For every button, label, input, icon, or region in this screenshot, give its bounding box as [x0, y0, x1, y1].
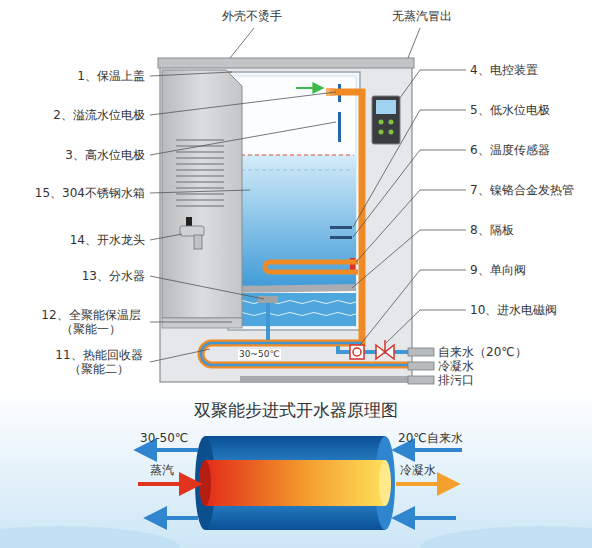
note-label: 无蒸汽冒出	[392, 9, 452, 23]
pipe-label: 自来水（20℃）	[438, 345, 527, 359]
pipe-label: 冷凝水	[438, 359, 474, 373]
part-label: 8、隔板	[470, 223, 514, 237]
part-label: 7、镍铬合金发热管	[470, 183, 574, 197]
part-label: 5、低水位电极	[470, 103, 550, 117]
splash	[420, 526, 592, 548]
divider-plate	[232, 284, 356, 293]
flow-label: 冷凝水	[400, 463, 436, 477]
part-label: 6、温度传感器	[470, 143, 550, 157]
flow-label: 20℃自来水	[398, 431, 463, 445]
heater-tube	[265, 262, 358, 272]
flow-label: 30-50℃	[140, 431, 188, 445]
leader-lines	[150, 28, 466, 362]
part-label: 11、热能回收器 （聚能二）	[53, 348, 145, 376]
water-ground	[0, 390, 592, 548]
temperature-label: 30~50℃	[238, 349, 281, 360]
note-label: 外壳不烫手	[222, 9, 282, 23]
part-label: 1、保温上盖	[77, 69, 145, 83]
splash	[0, 526, 180, 548]
pipe-label: 排污口	[438, 373, 474, 387]
part-label: 4、电控装置	[470, 63, 538, 77]
flow-label: 蒸汽	[150, 463, 174, 477]
part-label: 10、进水电磁阀	[470, 303, 557, 317]
part-label: 9、单向阀	[470, 263, 526, 277]
control-panel	[372, 96, 400, 144]
water-tap	[180, 217, 204, 249]
principle-pipe	[138, 436, 462, 530]
steam-arrow	[296, 87, 322, 89]
part-label: 12、全聚能保温层 （聚能一）	[37, 308, 145, 336]
electrodes	[330, 84, 355, 272]
part-label: 13、分水器	[82, 269, 145, 283]
part-label: 2、溢流水位电极	[53, 108, 145, 122]
part-label: 15、304不锈钢水箱	[35, 186, 145, 200]
water-distributor	[258, 296, 278, 303]
boiler-housing	[158, 58, 414, 382]
heat-recovery-coil	[201, 92, 434, 384]
diagram-title: 双聚能步进式开水器原理图	[0, 400, 592, 420]
part-label: 3、高水位电极	[65, 148, 145, 162]
part-label: 14、开水龙头	[70, 233, 145, 247]
valves	[350, 340, 394, 359]
